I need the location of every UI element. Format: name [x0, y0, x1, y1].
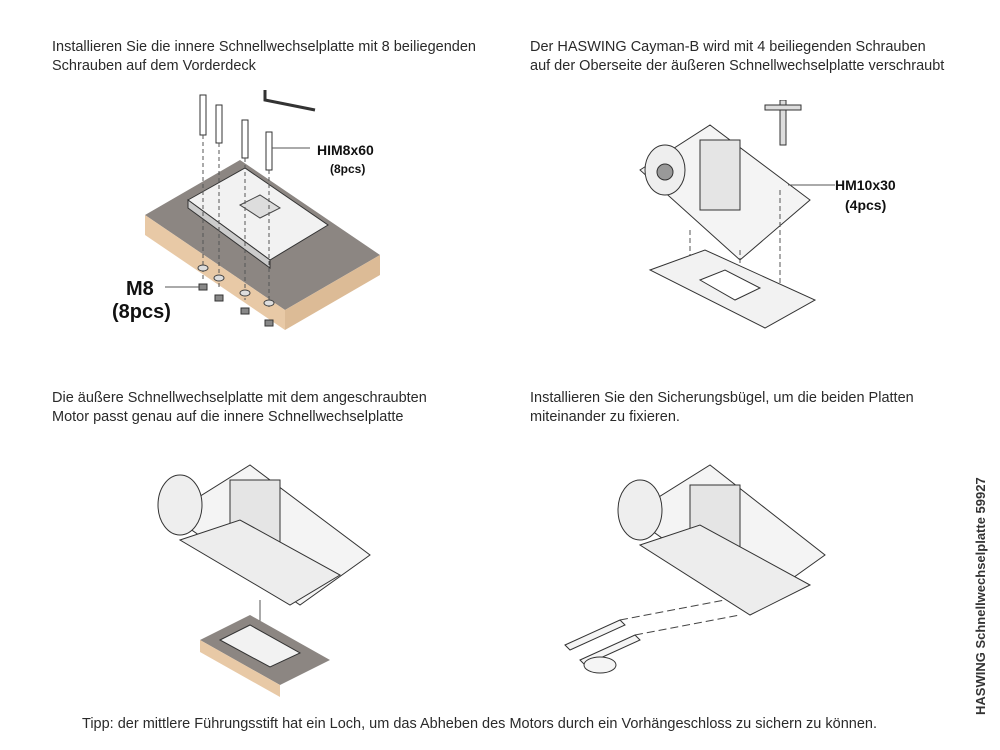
step1-line2: Schrauben auf dem Vorderdeck: [52, 58, 256, 74]
step2-line2: auf der Oberseite der äußeren Schnellwec…: [530, 58, 945, 74]
step2-instruction: Der HASWING Cayman-B wird mit 4 beiliege…: [530, 38, 944, 76]
figure-inner-plate-install: [145, 90, 380, 330]
step1-instruction: Installieren Sie die innere Schnellwechs…: [52, 38, 476, 76]
step2-line1: Der HASWING Cayman-B wird mit 4 beiliege…: [530, 39, 926, 55]
side-product-label: HASWING Schnellwechselplatte 59927: [973, 477, 988, 715]
tip-text: Tipp: der mittlere Führungsstift hat ein…: [82, 716, 877, 732]
step4-instruction: Installieren Sie den Sicherungsbügel, um…: [530, 389, 914, 427]
step3-line1: Die äußere Schnellwechselplatte mit dem …: [52, 390, 427, 406]
figure-plate-fit: [157, 464, 371, 697]
bolt-qty-label: (8pcs): [330, 162, 366, 176]
step4-line1: Installieren Sie den Sicherungsbügel, um…: [530, 390, 914, 406]
step4-line2: miteinander zu fixieren.: [530, 409, 680, 425]
figure-locking-bar: [564, 464, 826, 674]
figure-motor-to-outer-plate: [639, 100, 835, 329]
locking-bar: [564, 619, 641, 674]
nut-qty-label: (8pcs): [112, 301, 171, 323]
nut-label-m8: M8: [126, 278, 154, 300]
bolt-label-him8x60: HIM8x60: [317, 142, 374, 158]
step1-line1: Installieren Sie die innere Schnellwechs…: [52, 39, 476, 55]
bolt2-qty-label: (4pcs): [845, 197, 887, 213]
deck-board-side: [145, 215, 285, 330]
step3-line2: Motor passt genau auf die innere Schnell…: [52, 409, 404, 425]
bolt-label-hm10x30: HM10x30: [835, 177, 896, 193]
step3-instruction: Die äußere Schnellwechselplatte mit dem …: [52, 389, 427, 427]
